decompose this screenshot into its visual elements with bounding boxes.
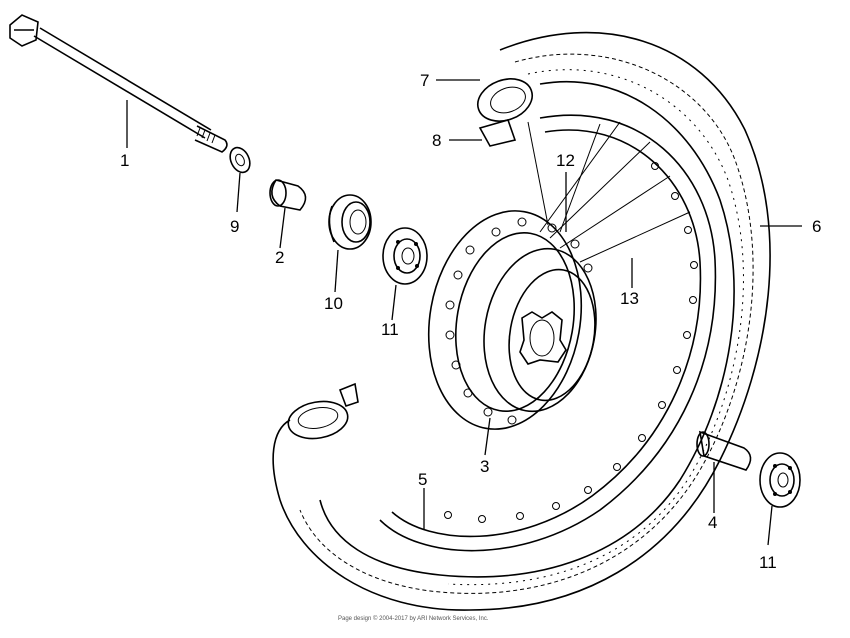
tire bbox=[272, 31, 771, 611]
callout-labels: 1 9 2 10 11 3 4 5 11 6 7 8 12 13 bbox=[120, 71, 821, 572]
oil-seal bbox=[328, 194, 372, 250]
callout-5: 5 bbox=[418, 470, 427, 489]
bearing-left bbox=[382, 227, 428, 285]
callout-11-left: 11 bbox=[381, 320, 399, 339]
leader-lines bbox=[126, 79, 802, 546]
callout-1: 1 bbox=[120, 151, 129, 170]
callout-13: 13 bbox=[620, 289, 639, 308]
callout-6: 6 bbox=[812, 217, 821, 236]
callout-4: 4 bbox=[708, 513, 717, 532]
hub bbox=[427, 210, 597, 430]
distance-collar bbox=[696, 430, 752, 471]
rim bbox=[379, 114, 717, 552]
callout-7: 7 bbox=[420, 71, 429, 90]
axle bbox=[9, 14, 228, 153]
callout-2: 2 bbox=[275, 248, 284, 267]
callout-9: 9 bbox=[230, 217, 239, 236]
callout-8: 8 bbox=[432, 131, 441, 150]
spacer-collar bbox=[269, 179, 307, 211]
callout-12: 12 bbox=[556, 151, 575, 170]
spokes bbox=[527, 121, 691, 263]
copyright-footer: Page design © 2004-2017 by ARI Network S… bbox=[338, 615, 489, 622]
rim-strip bbox=[338, 119, 517, 408]
bearing-right bbox=[759, 452, 801, 508]
washer bbox=[229, 146, 251, 174]
callout-3: 3 bbox=[480, 457, 489, 476]
inner-tube bbox=[287, 78, 533, 440]
callout-10: 10 bbox=[324, 294, 343, 313]
callout-11-right: 11 bbox=[759, 553, 777, 572]
